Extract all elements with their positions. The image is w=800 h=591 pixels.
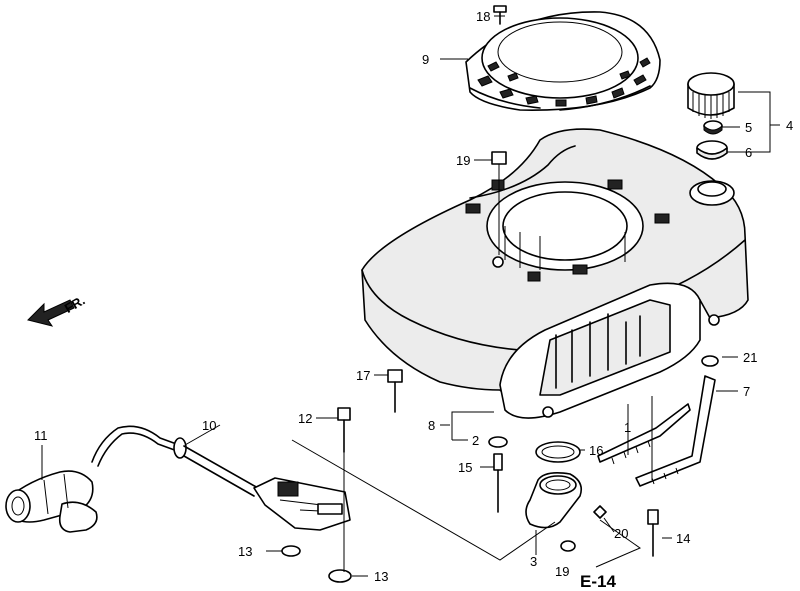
callout-3: 3 [530, 554, 537, 569]
intake-pipe [5, 470, 98, 533]
page-reference: E-14 [580, 572, 616, 591]
fuel-cap-assembly [687, 72, 735, 160]
callout-19-top: 19 [456, 153, 470, 168]
callout-8: 8 [428, 418, 435, 433]
direction-label: FR. [62, 293, 88, 316]
callout-13-lower: 13 [374, 569, 388, 584]
callout-1: 1 [624, 420, 631, 435]
callout-2: 2 [472, 433, 479, 448]
callout-4: 4 [786, 118, 793, 133]
breather-hoses [593, 355, 719, 519]
air-cleaner-cover [465, 11, 661, 111]
callout-5: 5 [745, 120, 752, 135]
callout-11: 11 [34, 428, 48, 443]
callout-14: 14 [676, 531, 690, 546]
callout-7: 7 [743, 384, 750, 399]
callout-16: 16 [589, 443, 603, 458]
callout-9: 9 [422, 52, 429, 67]
leader-lines [41, 15, 780, 577]
bolt-18 [493, 5, 507, 25]
fuel-valve-assembly [91, 425, 351, 531]
callout-21: 21 [743, 350, 757, 365]
fuel-tank [361, 128, 749, 419]
callout-10: 10 [202, 418, 216, 433]
callout-19-bottom: 19 [555, 564, 569, 579]
callout-13-upper: 13 [238, 544, 252, 559]
callout-20: 20 [614, 526, 628, 541]
elbow-joint [525, 441, 583, 552]
callout-17: 17 [356, 368, 370, 383]
front-direction-arrow: FR. [27, 293, 88, 327]
callout-12: 12 [298, 411, 312, 426]
callout-18: 18 [476, 9, 490, 24]
callout-15: 15 [458, 460, 472, 475]
callout-6: 6 [745, 145, 752, 160]
